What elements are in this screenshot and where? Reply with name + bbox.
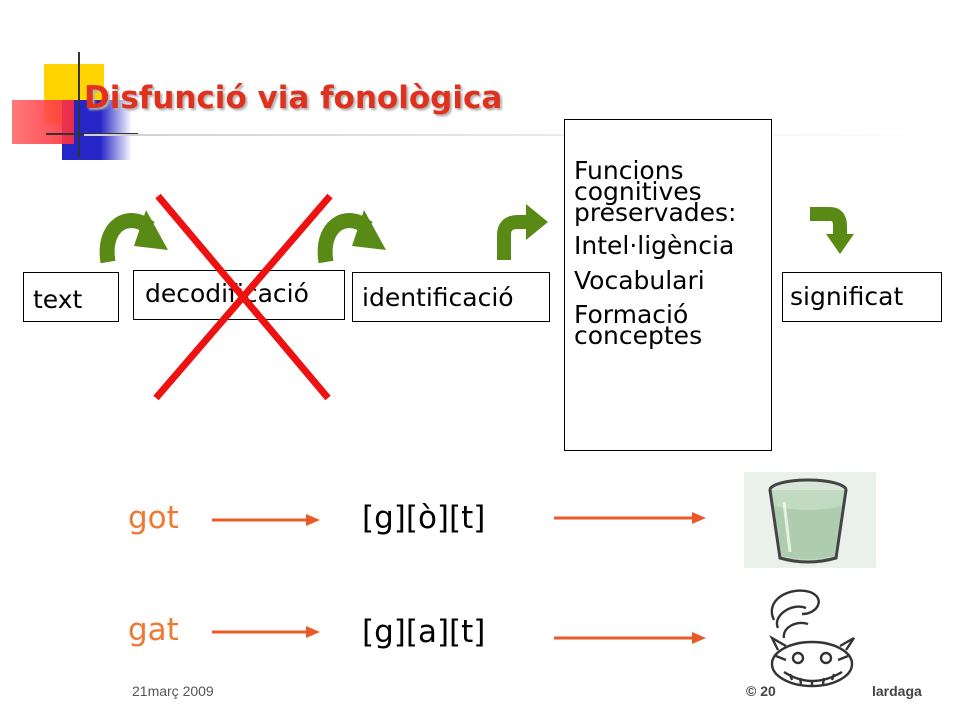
cognitive-last-line-2: conceptes: [574, 321, 703, 350]
flow-box-identificacio: identificació: [352, 272, 550, 322]
curved-arrow-2-icon: [317, 210, 386, 264]
footer-copyright-start: © 20: [746, 683, 776, 699]
slide-title: Disfunció via fonològica: [84, 80, 503, 116]
cognitive-functions-box: Funcions cognitives preservades: Intel·l…: [564, 119, 772, 451]
curved-arrow-3-icon: [497, 204, 548, 260]
footer-copyright-end: lardaga: [872, 683, 922, 699]
glass-of-water-icon: [744, 472, 876, 568]
orange-arrow-got-2-icon: [554, 512, 706, 524]
curved-arrow-1-icon: [99, 210, 168, 264]
flow-box-text: text: [23, 272, 119, 322]
curved-arrow-4-icon: [810, 207, 854, 254]
orange-arrow-got-1-icon: [212, 514, 320, 526]
orange-arrow-gat-2-icon: [554, 632, 706, 644]
cognitive-header-line-3: preservades:: [574, 198, 737, 227]
example-word-got: got: [128, 500, 179, 536]
decor-red-square: [12, 100, 74, 144]
example-phonemes-gat: [g][a][t]: [362, 614, 486, 650]
title-underline: [84, 134, 944, 136]
example-phonemes-got: [g][ò][t]: [362, 500, 486, 536]
example-word-gat: gat: [128, 612, 179, 648]
cheshire-cat-icon: [769, 589, 855, 688]
cognitive-header-line-1: Funcions: [574, 156, 684, 185]
footer-date: 21març 2009: [132, 683, 214, 699]
decor-vertical-line: [78, 52, 80, 158]
orange-arrow-gat-1-icon: [212, 626, 320, 638]
cognitive-header-line-2: cognitives: [574, 177, 702, 206]
flow-box-significat: significat: [782, 272, 942, 322]
red-cross-icon: [153, 193, 333, 401]
cognitive-last-line-1: Formació: [574, 300, 689, 329]
cognitive-item-vocabulary: Vocabulari: [574, 266, 705, 295]
cognitive-item-intelligence: Intel·ligència: [574, 231, 735, 260]
